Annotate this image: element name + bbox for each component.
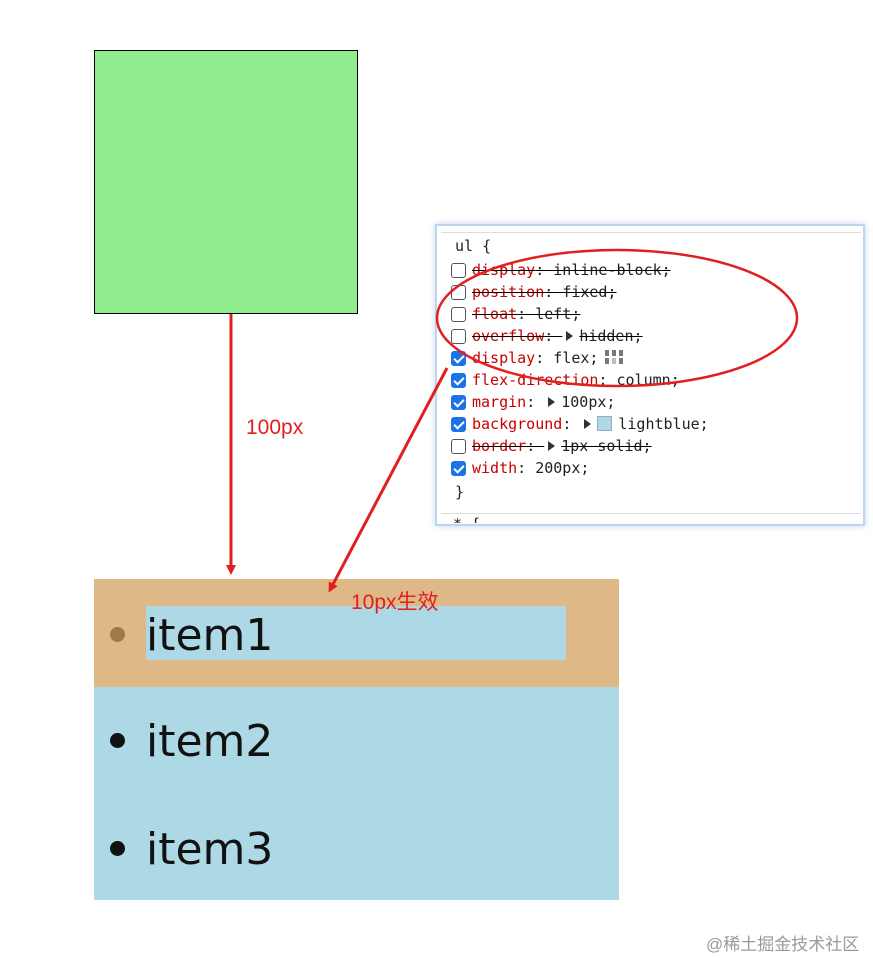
flexbox-editor-icon[interactable] [604, 349, 624, 365]
expand-triangle-icon[interactable] [584, 419, 592, 429]
green-box [94, 50, 358, 314]
color-swatch-icon[interactable] [597, 416, 613, 431]
list-item: item2 [94, 687, 619, 795]
list-item-text: item2 [146, 716, 274, 767]
rule-checkbox[interactable] [451, 329, 466, 344]
list-item-text: item3 [146, 824, 274, 875]
list-item-text: item1 [146, 610, 274, 661]
rule-checkbox[interactable] [451, 417, 466, 432]
property-name[interactable]: border [472, 437, 527, 455]
flex-list: item1 item2 item3 [94, 579, 619, 900]
property-value[interactable]: 200px [535, 459, 581, 477]
rule-line-overflow: overflow: hidden; [451, 327, 643, 349]
rule-close-brace: } [455, 483, 465, 501]
rule-line-position: position: fixed; [451, 283, 617, 305]
rule-line-display: display: inline-block; [451, 261, 671, 283]
property-value[interactable]: left [535, 305, 572, 323]
rule-checkbox[interactable] [451, 395, 466, 410]
property-value[interactable]: inline-block [553, 261, 662, 279]
expand-triangle-icon[interactable] [566, 331, 574, 341]
property-name[interactable]: overflow [472, 327, 545, 345]
bullet-icon [110, 733, 125, 748]
property-name[interactable]: background [472, 415, 563, 433]
rule-checkbox[interactable] [451, 263, 466, 278]
highlight-ellipse [435, 248, 799, 388]
expand-triangle-icon[interactable] [548, 441, 556, 451]
property-value[interactable]: hidden [579, 327, 634, 345]
expand-triangle-icon[interactable] [548, 397, 556, 407]
property-value[interactable]: lightblue [618, 415, 700, 433]
property-name[interactable]: position [472, 283, 545, 301]
rule-checkbox[interactable] [451, 461, 466, 476]
property-value[interactable]: 100px [561, 393, 607, 411]
rule-line-width: width: 200px; [451, 459, 589, 481]
margin-label: 100px [246, 416, 304, 439]
style-rule-block: ul { display: inline-block; position: fi… [441, 232, 861, 514]
bullet-icon [110, 627, 125, 642]
property-name[interactable]: float [472, 305, 518, 323]
list-item: item3 [94, 795, 619, 900]
effect-label: 10px生效 [351, 591, 439, 614]
list-item: item1 [94, 579, 619, 687]
property-value[interactable]: fixed [562, 283, 608, 301]
rule-line-margin: margin: 100px; [451, 393, 615, 415]
pointer-arrow [328, 367, 449, 593]
rule-line-float: float: left; [451, 305, 580, 327]
property-name[interactable]: margin [472, 393, 527, 411]
rule-checkbox[interactable] [451, 307, 466, 322]
rule-line-background: background: lightblue; [451, 415, 709, 437]
rule-checkbox[interactable] [451, 439, 466, 454]
rule-selector: ul { [455, 237, 492, 255]
rule-line-border: border: 1px solid; [451, 437, 652, 459]
item-content-highlight [146, 606, 566, 660]
bullet-icon [110, 841, 125, 856]
rule-checkbox[interactable] [451, 373, 466, 388]
next-rule-selector: * { [453, 511, 480, 523]
watermark: @稀土掘金技术社区 [706, 935, 860, 954]
property-name[interactable]: display [472, 261, 536, 279]
property-name[interactable]: width [472, 459, 518, 477]
property-value[interactable]: 1px solid [561, 437, 643, 455]
property-name[interactable]: display [472, 349, 536, 367]
property-value[interactable]: flex [553, 349, 590, 367]
devtools-styles-panel: ul { display: inline-block; position: fi… [435, 224, 865, 526]
rule-line-display-flex: display: flex; [451, 349, 624, 371]
